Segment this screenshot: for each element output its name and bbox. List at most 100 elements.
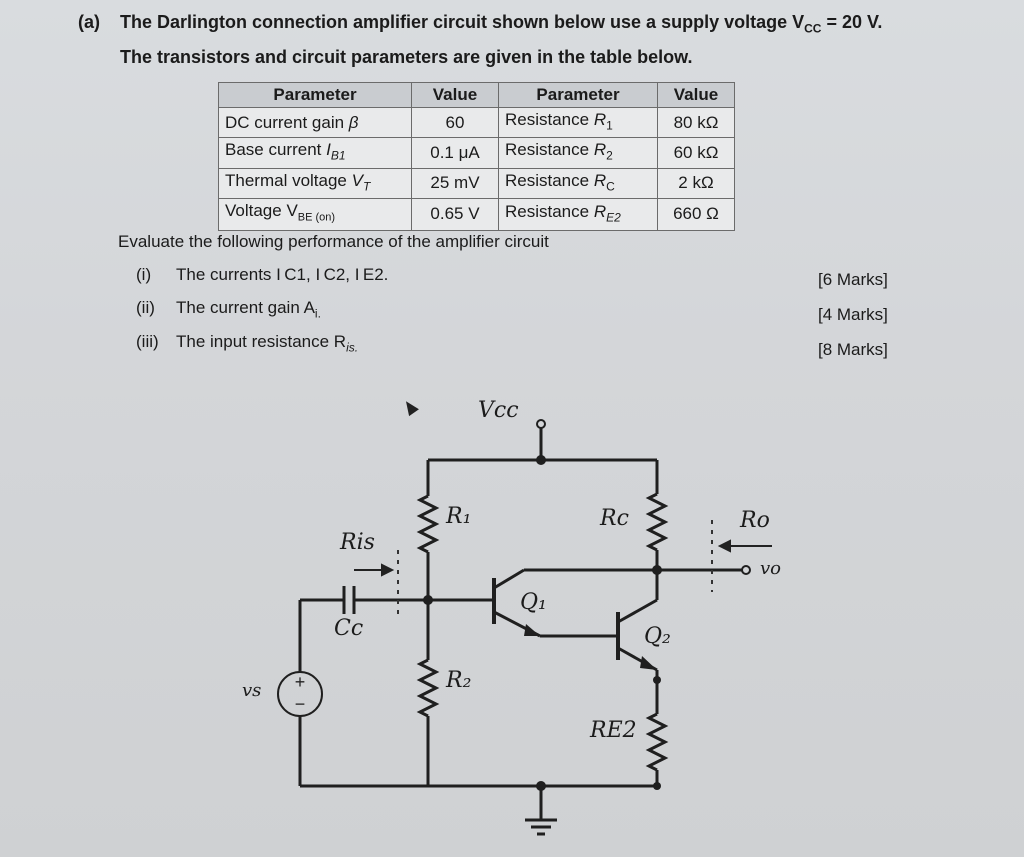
table-cell: 0.65 V xyxy=(411,198,499,231)
cell-text: Resistance xyxy=(505,140,594,160)
table-row: Thermal voltage VT 25 mV Resistance RC 2… xyxy=(218,167,735,200)
item-number: (ii) xyxy=(136,298,155,317)
table-cell: Resistance R2 xyxy=(498,137,658,169)
parameters-table: Parameter Value Parameter Value DC curre… xyxy=(218,82,735,231)
table-cell: 60 xyxy=(411,106,499,139)
cell-text: Resistance xyxy=(505,110,594,129)
table-cell: 2 kΩ xyxy=(657,167,735,200)
cc-label: Cc xyxy=(334,616,364,641)
cell-subscript: T xyxy=(362,179,371,194)
cell-symbol: R xyxy=(593,110,607,129)
resistor-r2-icon xyxy=(416,658,440,718)
resistor-r1-icon xyxy=(416,494,440,554)
list-item: (iii)The input resistance Ris. xyxy=(136,332,358,354)
item-subscript: is. xyxy=(346,340,359,355)
vcc-label: Vcc xyxy=(478,398,519,423)
cell-text: Resistance xyxy=(505,201,594,221)
junction-dot xyxy=(653,782,661,790)
item-text: The currents I C1, I C2, I E2. xyxy=(176,265,389,284)
item-number: (i) xyxy=(136,265,152,284)
resistor-rc-icon xyxy=(645,492,669,552)
table-cell: 60 kΩ xyxy=(657,137,735,169)
table-cell: DC current gain β xyxy=(218,106,412,139)
item-subscript: i. xyxy=(314,306,321,321)
re2-label: RE2 xyxy=(590,718,637,743)
rc-label: Rc xyxy=(600,506,629,531)
table-cell: 660 Ω xyxy=(657,198,735,231)
circuit-wires xyxy=(277,419,751,836)
table-row: DC current gain β 60 Resistance R1 80 kΩ xyxy=(218,106,735,139)
cell-subscript: C xyxy=(606,179,615,194)
q2-collector xyxy=(617,598,658,624)
cell-text: Thermal voltage xyxy=(225,170,352,190)
junction-dot xyxy=(536,781,546,791)
item-text: The input resistance R xyxy=(176,332,347,351)
resistance-arrows xyxy=(354,539,772,577)
cell-symbol: R xyxy=(593,201,607,221)
r1-label: R₁ xyxy=(446,504,472,529)
marks-label: [8 Marks] xyxy=(818,340,888,359)
table-header: Parameter xyxy=(498,82,658,108)
junction-dot xyxy=(653,676,661,684)
marks-label: [4 Marks] xyxy=(818,305,888,324)
question-label: (a) xyxy=(78,12,100,32)
table-header: Value xyxy=(411,82,499,108)
question-line-2: The transistors and circuit parameters a… xyxy=(120,47,693,67)
source-minus-label: − xyxy=(295,694,306,714)
list-item: (i) The currents I C1, I C2, I E2. xyxy=(136,265,388,285)
ro-arrowhead-icon xyxy=(717,539,731,553)
junction-dot xyxy=(652,565,662,575)
vo-label: vo xyxy=(760,558,782,579)
cell-text: Resistance xyxy=(505,170,594,190)
q1-collector xyxy=(493,568,525,590)
cell-symbol: R xyxy=(593,170,607,190)
question-line-1: The Darlington connection amplifier circ… xyxy=(120,12,882,36)
resistor-re2-icon xyxy=(645,712,669,772)
table-row: Base current IB1 0.1 μA Resistance R2 60… xyxy=(218,137,735,169)
cell-subscript: B1 xyxy=(330,148,346,163)
junction-dot xyxy=(423,595,433,605)
cell-symbol: β xyxy=(348,112,359,132)
table-header: Value xyxy=(657,82,735,108)
cell-text: Voltage V xyxy=(225,201,298,221)
q1-emitter-arrow-icon xyxy=(524,624,540,636)
cell-text: DC current gain xyxy=(225,112,349,132)
question-line-1-end: = 20 V. xyxy=(821,12,883,32)
table-cell: Resistance RE2 xyxy=(498,198,658,231)
cell-subscript: BE (on) xyxy=(297,211,336,224)
table-row: Voltage VBE (on) 0.65 V Resistance RE2 6… xyxy=(218,198,735,231)
ris-label: Ris xyxy=(340,530,375,555)
ro-label: Ro xyxy=(740,508,770,533)
vcc-subscript: CC xyxy=(804,21,822,36)
evaluate-heading: Evaluate the following performance of th… xyxy=(118,232,549,251)
table-cell: Voltage VBE (on) xyxy=(218,198,412,231)
source-plus-label: + xyxy=(295,672,306,692)
q2-label: Q₂ xyxy=(644,624,671,649)
question-line-1-text: The Darlington connection amplifier circ… xyxy=(120,12,805,32)
vs-label: vs xyxy=(242,680,262,701)
cell-symbol: V xyxy=(351,170,363,190)
table-cell: Base current IB1 xyxy=(218,137,412,169)
output-terminal-icon xyxy=(741,565,751,575)
junction-dot xyxy=(536,455,546,465)
dashed-reference-lines xyxy=(397,520,713,614)
table-cell: Resistance RC xyxy=(498,167,658,200)
table-cell: Thermal voltage VT xyxy=(218,167,412,200)
ris-arrowhead-icon xyxy=(381,563,395,577)
circuit-junctions xyxy=(423,455,662,791)
q1-label: Q₁ xyxy=(520,590,547,615)
vcc-terminal-icon xyxy=(536,419,546,429)
cell-subscript: 1 xyxy=(606,118,613,133)
table-header: Parameter xyxy=(218,82,412,108)
cell-subscript: 2 xyxy=(606,148,613,163)
marks-label: [6 Marks] xyxy=(818,270,888,289)
cell-symbol: R xyxy=(593,140,607,160)
cell-subscript: E2 xyxy=(606,210,621,225)
table-cell: 25 mV xyxy=(411,167,499,200)
table-cell: 0.1 μA xyxy=(411,137,499,169)
r2-label: R₂ xyxy=(446,668,472,693)
q2-emitter-arrow-icon xyxy=(640,656,657,670)
cell-symbol: I xyxy=(326,140,331,160)
table-header-row: Parameter Value Parameter Value xyxy=(218,82,735,108)
